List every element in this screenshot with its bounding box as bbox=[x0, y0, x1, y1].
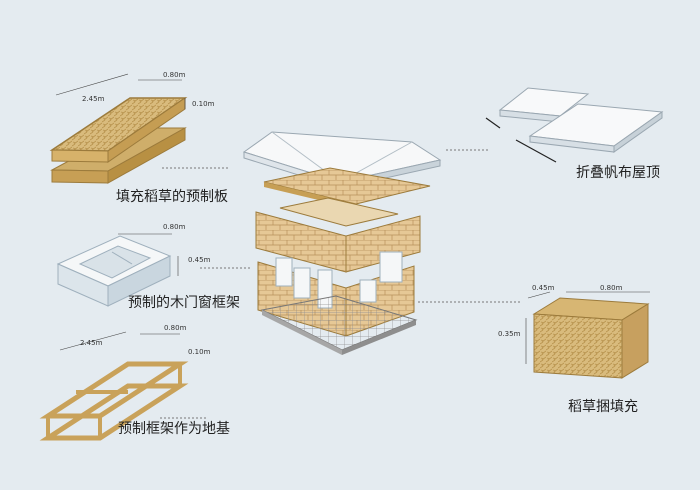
panel-width-dim: 0.80m bbox=[163, 71, 186, 79]
window-frame-illustration bbox=[56, 233, 179, 307]
label-base-frame: 预制框架作为地基 bbox=[118, 421, 230, 437]
bale-height-dim: 0.35m bbox=[498, 330, 521, 338]
base-width-dim: 0.80m bbox=[164, 324, 187, 332]
bale-depth-dim: 0.45m bbox=[532, 284, 555, 292]
label-straw-panel: 填充稻草的预制板 bbox=[116, 189, 228, 205]
bale-length-dim: 0.80m bbox=[600, 284, 623, 292]
straw-bale-illustration bbox=[525, 291, 650, 379]
straw-panel-illustration bbox=[49, 73, 188, 184]
label-straw-bale: 稻草捆填充 bbox=[568, 399, 638, 415]
panel-length-dim: 2.45m bbox=[82, 95, 105, 103]
exploded-house-illustration bbox=[242, 131, 442, 355]
window-width-dim: 0.80m bbox=[163, 223, 186, 231]
panel-thickness-dim: 0.10m bbox=[192, 100, 215, 108]
base-length-dim: 2.45m bbox=[80, 339, 103, 347]
base-thickness-dim: 0.10m bbox=[188, 348, 211, 356]
label-folding-roof: 折叠帆布屋顶 bbox=[576, 165, 660, 181]
folding-roof-illustration bbox=[485, 87, 664, 163]
base-frame-illustration bbox=[39, 331, 189, 441]
label-window-frame: 预制的木门窗框架 bbox=[128, 295, 240, 311]
window-height-dim: 0.45m bbox=[188, 256, 211, 264]
